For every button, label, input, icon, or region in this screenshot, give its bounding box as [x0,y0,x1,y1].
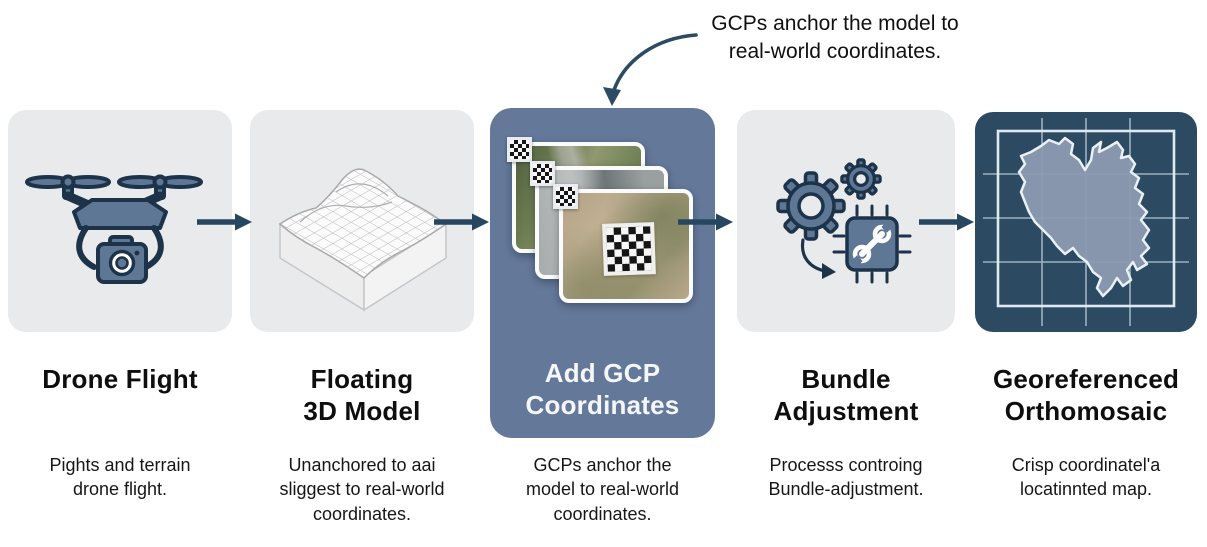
terrain-mesh-icon [278,168,448,312]
drone-propeller-right [117,174,203,200]
step-subtitle-add-gcp-coordinates: GCPs anchor the model to real-world coor… [525,455,680,524]
step-title-drone-flight: Drone Flight [42,364,198,394]
gears-chip-icon [776,158,912,284]
gear-large-icon [776,171,846,241]
drone-body [72,198,168,230]
step-panel-bundle-adjustment [737,110,955,332]
step-subtitle-floating-3d-model: Unanchored to aai sliggest to real-world… [279,455,445,524]
gcp-photo-stack-icon [490,108,715,358]
flow-arrow [678,213,733,231]
step-panel-floating-3d-model [250,110,474,332]
flow-arrow [434,213,489,231]
mesh-surface [278,168,448,279]
step-subtitle-drone-flight: Pights and terrain drone flight. [49,455,191,500]
refresh-arrow-icon [800,238,836,279]
annotation-arrow [603,33,698,106]
flow-arrow [197,213,252,231]
gcp-marker-chip [553,184,578,209]
map-grid-icon [983,118,1189,326]
drone-legs [76,225,164,270]
chip-pins [832,204,912,284]
gcp-checkerboard-target [602,222,656,276]
aerial-photo-front [559,189,693,303]
step-title-add-gcp-coordinates: Add GCP Coordinates [525,358,680,420]
step-title-floating-3d-model: Floating 3D Model [303,364,421,426]
flow-arrow [919,213,974,231]
drone-camera [96,235,148,284]
gear-small-icon [840,158,882,200]
gcp-marker-chip [530,161,555,186]
step-title-bundle-adjustment: Bundle Adjustment [773,364,919,426]
step-subtitle-bundle-adjustment: Processs controing Bundle-adjustment. [768,455,924,500]
step-title-georeferenced-orthomosaic: Georeferenced Orthomosaic [992,364,1180,426]
drone-icon [25,174,203,284]
step-panel-drone-flight [8,110,232,332]
chip-wrench-icon [832,204,912,284]
map-region-shape [1017,136,1151,298]
gcp-marker-chip [507,137,532,162]
step-panel-georeferenced-orthomosaic [975,112,1197,332]
step-panel-add-gcp-coordinates: Add GCP Coordinates [490,108,715,438]
step-subtitle-georeferenced-orthomosaic: Crisp coordinatel'a locatinnted map. [1011,455,1161,500]
map-grid-border [996,129,1176,308]
annotation-text: GCPs anchor the model to real-world coor… [711,12,959,63]
